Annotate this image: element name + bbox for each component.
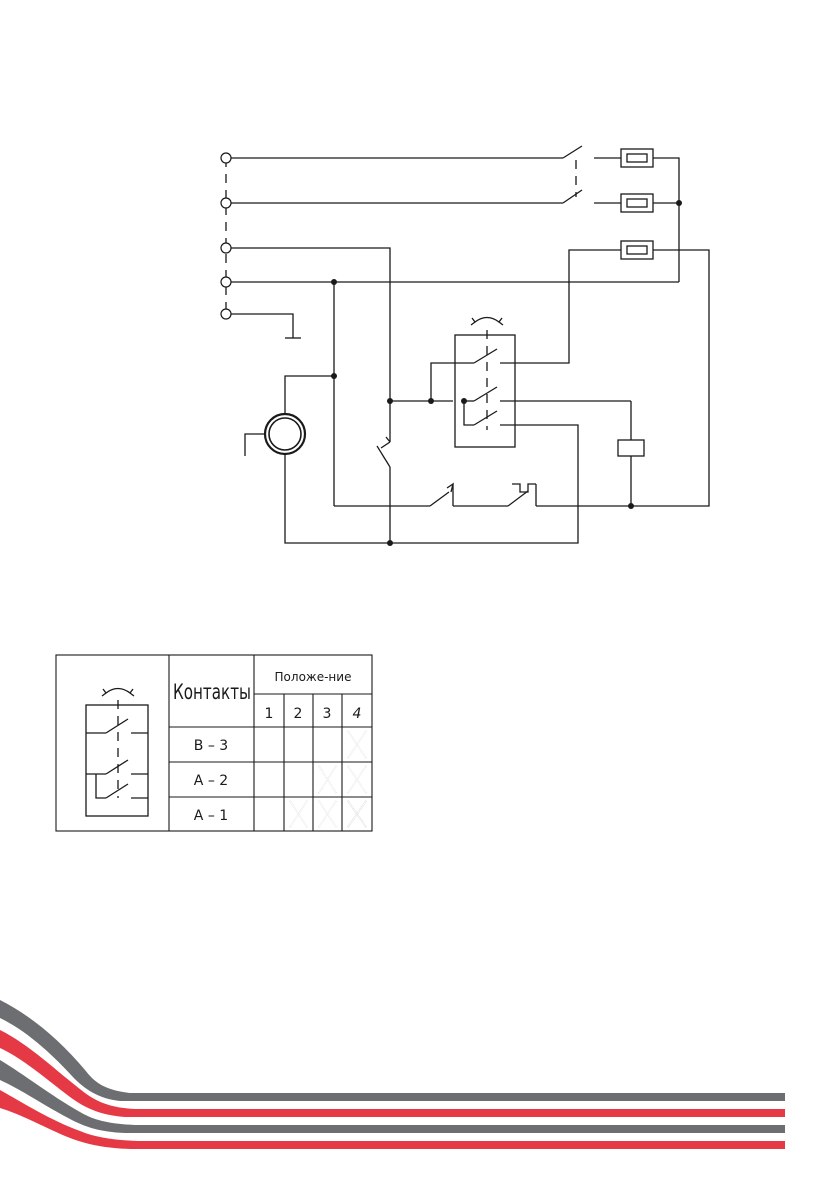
fuse-3 bbox=[621, 241, 653, 259]
line-3-feed bbox=[231, 248, 453, 442]
limit-switch bbox=[377, 437, 390, 543]
x-mark bbox=[290, 801, 307, 827]
terminal-3 bbox=[221, 243, 231, 253]
fuse-1 bbox=[621, 149, 653, 167]
contact-row-1-label: В – 3 bbox=[194, 738, 228, 754]
terminal-group bbox=[221, 153, 231, 319]
contact-table: Контакты Положе-ние 1 2 3 4 В – 3 А – 2 … bbox=[56, 655, 372, 831]
contact-row-2-label: А – 2 bbox=[194, 773, 228, 789]
position-2-label: 2 bbox=[294, 706, 303, 722]
terminal-2 bbox=[221, 198, 231, 208]
control-contacts bbox=[430, 484, 631, 506]
main-line-wires bbox=[231, 146, 621, 203]
lamp-symbol bbox=[245, 414, 578, 546]
contacts-header: Контакты bbox=[173, 680, 251, 704]
decorative-stripes bbox=[0, 1000, 785, 1149]
relay-coil bbox=[618, 401, 644, 509]
cam-switch bbox=[453, 318, 631, 448]
x-mark bbox=[319, 801, 336, 827]
contact-row-3-label: А – 1 bbox=[194, 808, 228, 824]
x-mark bbox=[348, 766, 366, 793]
position-marks bbox=[290, 731, 366, 827]
fuse-2 bbox=[621, 194, 653, 212]
terminal-4 bbox=[221, 277, 231, 287]
terminal-1 bbox=[221, 153, 231, 163]
x-mark bbox=[348, 731, 366, 758]
x-mark bbox=[348, 801, 366, 827]
position-header: Положе-ние bbox=[275, 670, 352, 684]
right-bus bbox=[500, 158, 709, 506]
table-switch-symbol bbox=[86, 689, 148, 817]
ground-symbol bbox=[231, 314, 301, 338]
x-mark bbox=[319, 766, 336, 793]
terminal-5 bbox=[221, 309, 231, 319]
position-1-label: 1 bbox=[265, 706, 274, 722]
position-4-label: 4 bbox=[353, 706, 362, 722]
position-3-label: 3 bbox=[323, 706, 332, 722]
